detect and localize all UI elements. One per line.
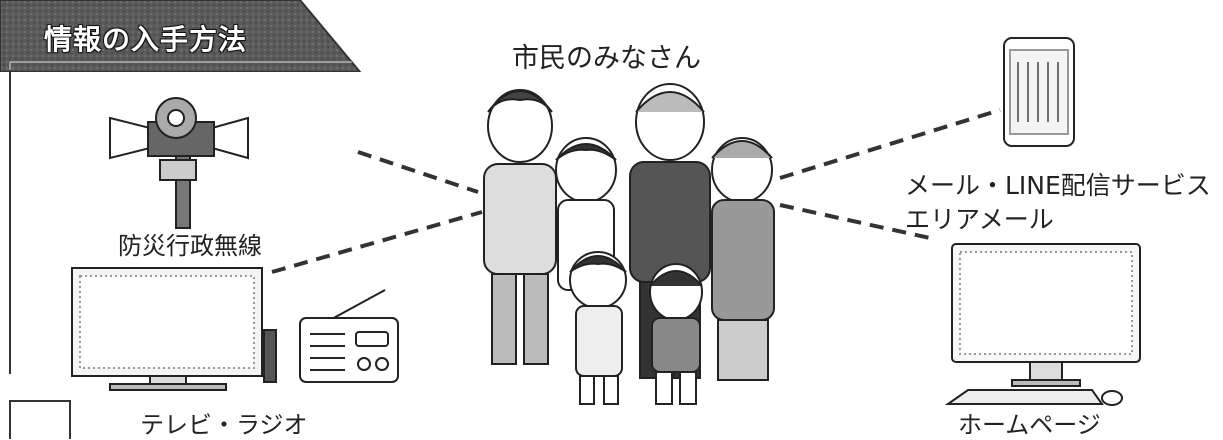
title-banner-shape [0, 0, 362, 72]
citizens-label: 市民のみなさん [512, 43, 701, 74]
bousai-label: 防災行政無線 [118, 232, 262, 260]
connector-tv [271, 210, 483, 274]
corner-box [9, 400, 71, 439]
connector-mail [779, 108, 1001, 180]
connector-homepage [779, 203, 931, 240]
radio-icon [299, 289, 399, 383]
connector-bousai [357, 150, 479, 194]
family-illustration [483, 83, 775, 405]
desktop-computer-icon [944, 243, 1141, 406]
smartphone-icon [1003, 37, 1075, 147]
page-title: 情報の入手方法 [44, 23, 248, 56]
television-icon [71, 267, 277, 391]
connector-lines [271, 108, 1001, 274]
left-frame-line [9, 70, 11, 374]
title-banner: 情報の入手方法 [0, 0, 380, 72]
mail-line-label: メール・LINE配信サービス [905, 171, 1211, 200]
homepage-label: ホームページ [958, 411, 1101, 439]
area-mail-label: エリアメール [905, 205, 1054, 234]
tv-radio-label: テレビ・ラジオ [140, 411, 308, 439]
loudspeaker-icon [109, 97, 249, 229]
